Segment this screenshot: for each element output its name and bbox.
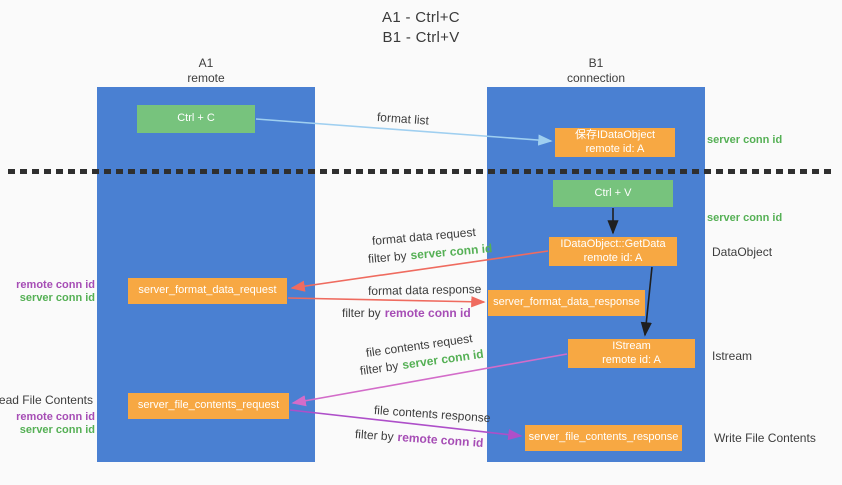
ctrl-v-node: Ctrl + V <box>553 180 673 207</box>
save-dataobject-line2: remote id: A <box>585 142 645 155</box>
istream-line2: remote id: A <box>602 353 661 366</box>
format-data-response-label: format data response <box>367 282 482 298</box>
server-conn-id-right-top: server conn id <box>707 134 783 146</box>
getdata-node: IDataObject::GetData remote id: A <box>549 237 677 266</box>
istream-side-label: Istream <box>712 349 753 363</box>
filter-by-text: filter by <box>367 248 408 266</box>
column-a1-sublabel: remote <box>187 70 225 85</box>
getdata-line1: IDataObject::GetData <box>560 237 666 250</box>
column-b1-sublabel: connection <box>566 70 626 85</box>
ctrl-c-node: Ctrl + C <box>137 105 255 133</box>
istream-line1: IStream <box>612 339 651 352</box>
save-dataobject-line1: 保存IDataObject <box>574 128 656 141</box>
save-dataobject-node: 保存IDataObject remote id: A <box>555 128 675 157</box>
format-response-node: server_format_data_response <box>488 290 645 316</box>
read-file-contents-label: Read File Contents <box>0 393 93 407</box>
format-request-node: server_format_data_request <box>128 278 287 304</box>
server-conn-id-right-mid: server conn id <box>707 212 783 224</box>
remote-conn-id-text: remote conn id <box>397 429 484 450</box>
remote-conn-id-text: remote conn id <box>384 306 471 320</box>
server-conn-id-left-top: server conn id <box>19 292 95 304</box>
column-b1-label: B1 <box>588 56 604 70</box>
diagram-title-line2: B1 - Ctrl+V <box>382 29 460 46</box>
column-header-a1: A1 remote <box>97 56 315 85</box>
file-response-label: server_file_contents_response <box>528 431 679 444</box>
ctrl-v-label: Ctrl + V <box>594 186 632 199</box>
server-conn-id-left-bottom: server conn id <box>19 424 95 436</box>
file-contents-response-label: file contents response <box>373 403 491 426</box>
server-conn-id-text: server conn id <box>409 241 493 263</box>
file-request-label: server_file_contents_request <box>137 399 280 412</box>
ctrl-c-label: Ctrl + C <box>177 112 215 125</box>
getdata-line2: remote id: A <box>583 251 643 264</box>
file-response-node: server_file_contents_response <box>525 425 682 451</box>
format-data-response-arrow <box>287 296 486 308</box>
remote-conn-id-left-top: remote conn id <box>16 279 95 291</box>
diagram-title-line1: A1 - Ctrl+C <box>382 9 460 26</box>
filter-by-text: filter by <box>354 427 395 444</box>
column-header-b1: B1 connection <box>487 56 705 85</box>
dataobject-label: DataObject <box>712 245 773 259</box>
filter-by-text: filter by <box>359 358 400 378</box>
filter-by-text: filter by <box>342 306 381 320</box>
istream-node: IStream remote id: A <box>568 339 695 368</box>
dotted-separator-line <box>8 169 836 174</box>
format-request-label: server_format_data_request <box>138 284 277 297</box>
format-list-label: format list <box>376 110 430 128</box>
write-file-contents-label: Write File Contents <box>714 431 816 445</box>
column-a1-label: A1 <box>198 56 214 70</box>
format-response-label: server_format_data_response <box>493 296 640 309</box>
remote-conn-id-left-bottom: remote conn id <box>16 411 95 423</box>
file-request-node: server_file_contents_request <box>128 393 289 419</box>
